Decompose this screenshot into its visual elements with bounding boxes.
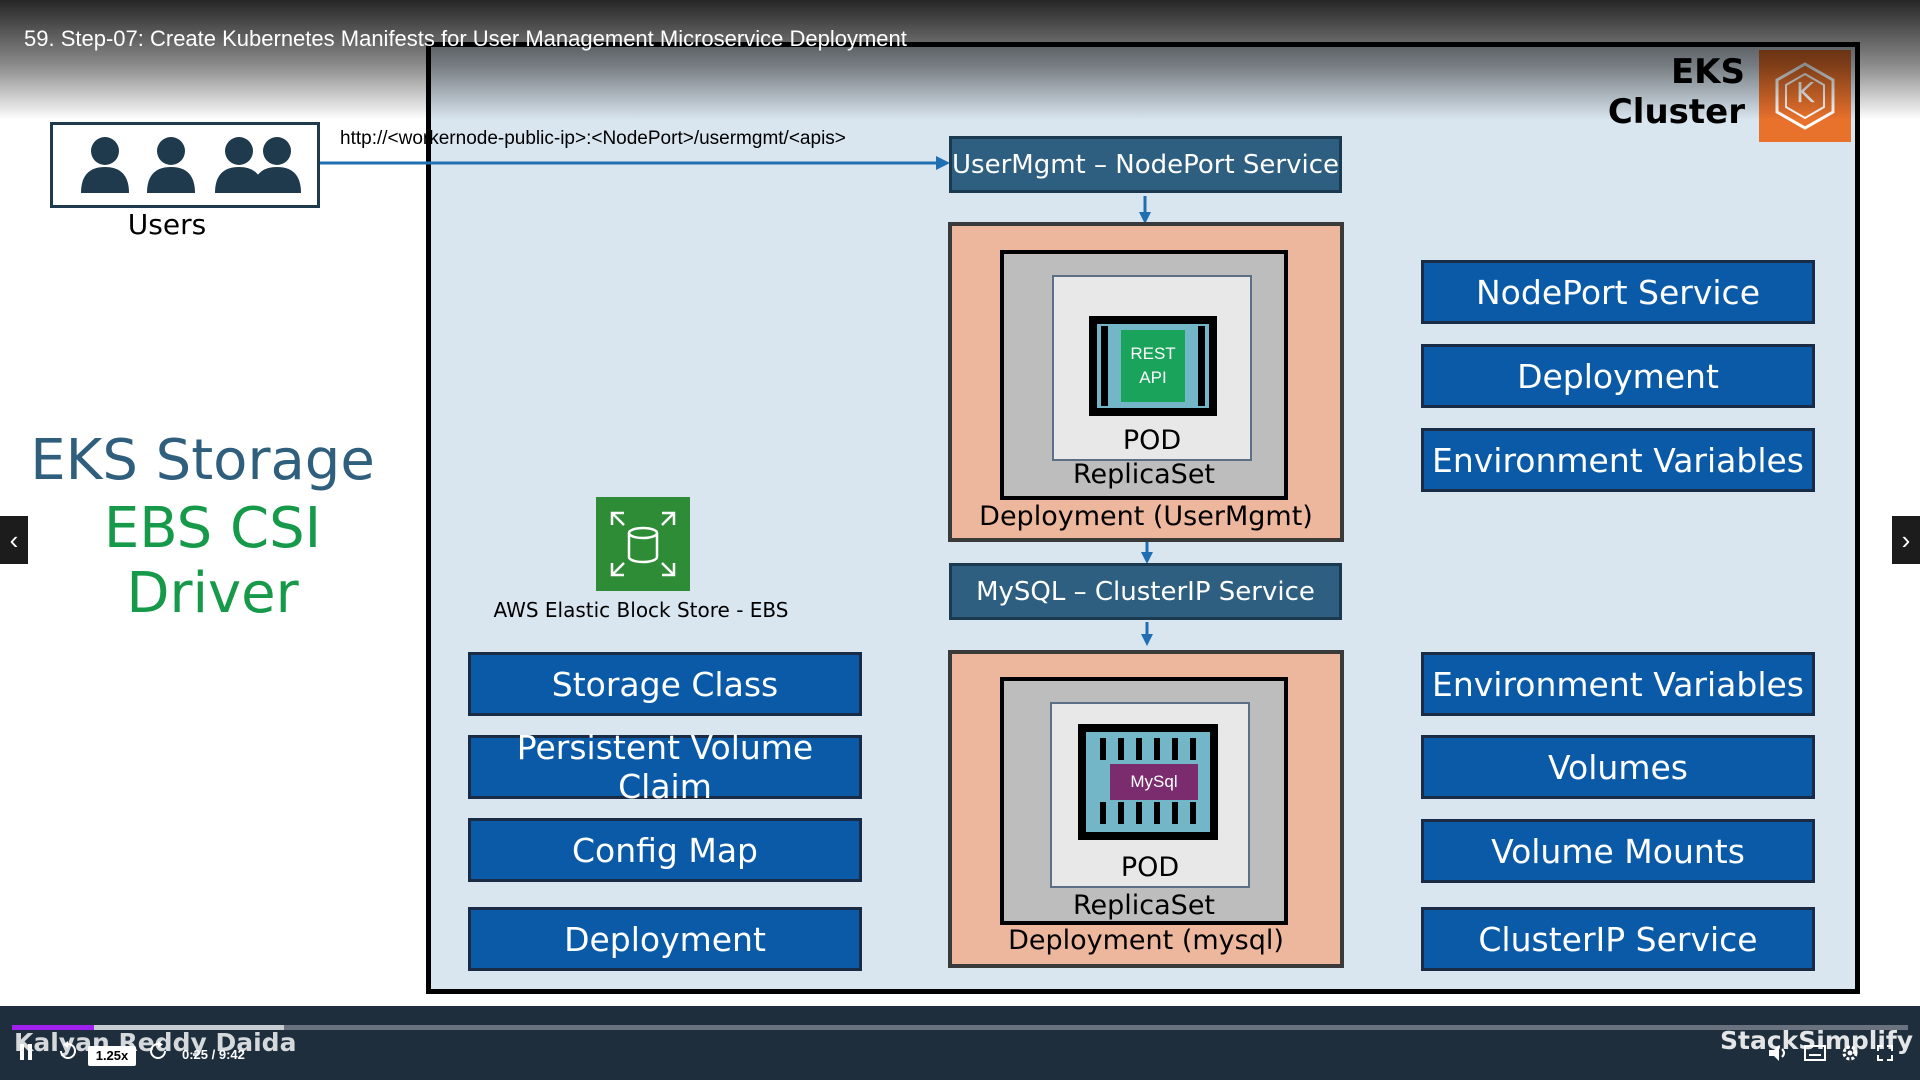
settings-gear-icon[interactable]: [1840, 1043, 1860, 1068]
mysql-replicaset-label: ReplicaSet: [1072, 890, 1216, 921]
previous-slide-button[interactable]: ‹: [0, 516, 28, 564]
user-icon: [253, 137, 301, 193]
volumes-box: Volumes: [1421, 735, 1815, 799]
users-group: [50, 122, 320, 208]
user-icon: [147, 137, 195, 193]
playback-time: 0:25 / 9:42: [182, 1047, 245, 1062]
next-slide-button[interactable]: ›: [1892, 516, 1920, 564]
rest-api-container: REST API: [1089, 316, 1217, 416]
user-icon: [81, 137, 129, 193]
right-deployment-box: Deployment: [1421, 344, 1815, 408]
usermgmt-nodeport-service-box: UserMgmt – NodePort Service: [949, 136, 1342, 193]
buffered-progress: [94, 1025, 284, 1030]
mysql-container: MySql: [1078, 724, 1218, 840]
users-label: Users: [127, 208, 207, 241]
usermgmt-deployment-label: Deployment (UserMgmt): [979, 501, 1313, 532]
environment-variables-box-bottom: Environment Variables: [1421, 652, 1815, 716]
forward-icon[interactable]: [148, 1041, 168, 1066]
usermgmt-replicaset-label: ReplicaSet: [1072, 459, 1216, 490]
eks-storage-title: EKS Storage: [30, 428, 375, 493]
played-progress: [12, 1025, 94, 1030]
ebs-csi-driver-title: EBS CSI Driver: [103, 496, 322, 626]
environment-variables-box-top: Environment Variables: [1421, 428, 1815, 492]
playback-speed-button[interactable]: 1.25x: [88, 1046, 136, 1066]
volume-mounts-box: Volume Mounts: [1421, 819, 1815, 883]
eks-cluster-title: EKS Cluster: [1607, 52, 1745, 132]
persistent-volume-claim-box: Persistent Volume Claim: [468, 728, 862, 806]
brand-watermark: StackSimplify: [1720, 1026, 1914, 1055]
ebs-label: AWS Elastic Block Store - EBS: [493, 598, 789, 622]
left-deployment-box: Deployment: [468, 907, 862, 971]
ebs-volume-icon: [596, 497, 690, 591]
rest-api-label-line1: REST: [1130, 344, 1176, 363]
fullscreen-icon[interactable]: [1876, 1044, 1894, 1067]
volume-icon[interactable]: [1768, 1044, 1790, 1067]
storage-class-box: Storage Class: [468, 652, 862, 716]
mysql-container-label: MySql: [1130, 772, 1178, 791]
pause-icon[interactable]: [18, 1043, 34, 1066]
progress-track[interactable]: [12, 1025, 1908, 1030]
kubernetes-logo-letter: K: [1795, 76, 1815, 109]
config-map-box: Config Map: [468, 818, 862, 882]
endpoint-url-label: http://<workernode-public-ip>:<NodePort>…: [340, 128, 846, 149]
mysql-clusterip-service-box: MySQL – ClusterIP Service: [949, 563, 1342, 620]
clusterip-service-box: ClusterIP Service: [1421, 907, 1815, 971]
nodeport-service-box: NodePort Service: [1421, 260, 1815, 324]
captions-icon[interactable]: [1804, 1045, 1826, 1066]
usermgmt-pod-label: POD: [1122, 425, 1182, 456]
rest-api-label-line2: API: [1139, 368, 1167, 387]
video-player-controls: [0, 1006, 1920, 1080]
user-icon: [215, 137, 263, 193]
lecture-title: 59. Step-07: Create Kubernetes Manifests…: [24, 26, 907, 51]
mysql-pod-label: POD: [1120, 852, 1180, 883]
mysql-deployment-label: Deployment (mysql): [1008, 925, 1284, 956]
rewind-icon[interactable]: [58, 1041, 78, 1066]
